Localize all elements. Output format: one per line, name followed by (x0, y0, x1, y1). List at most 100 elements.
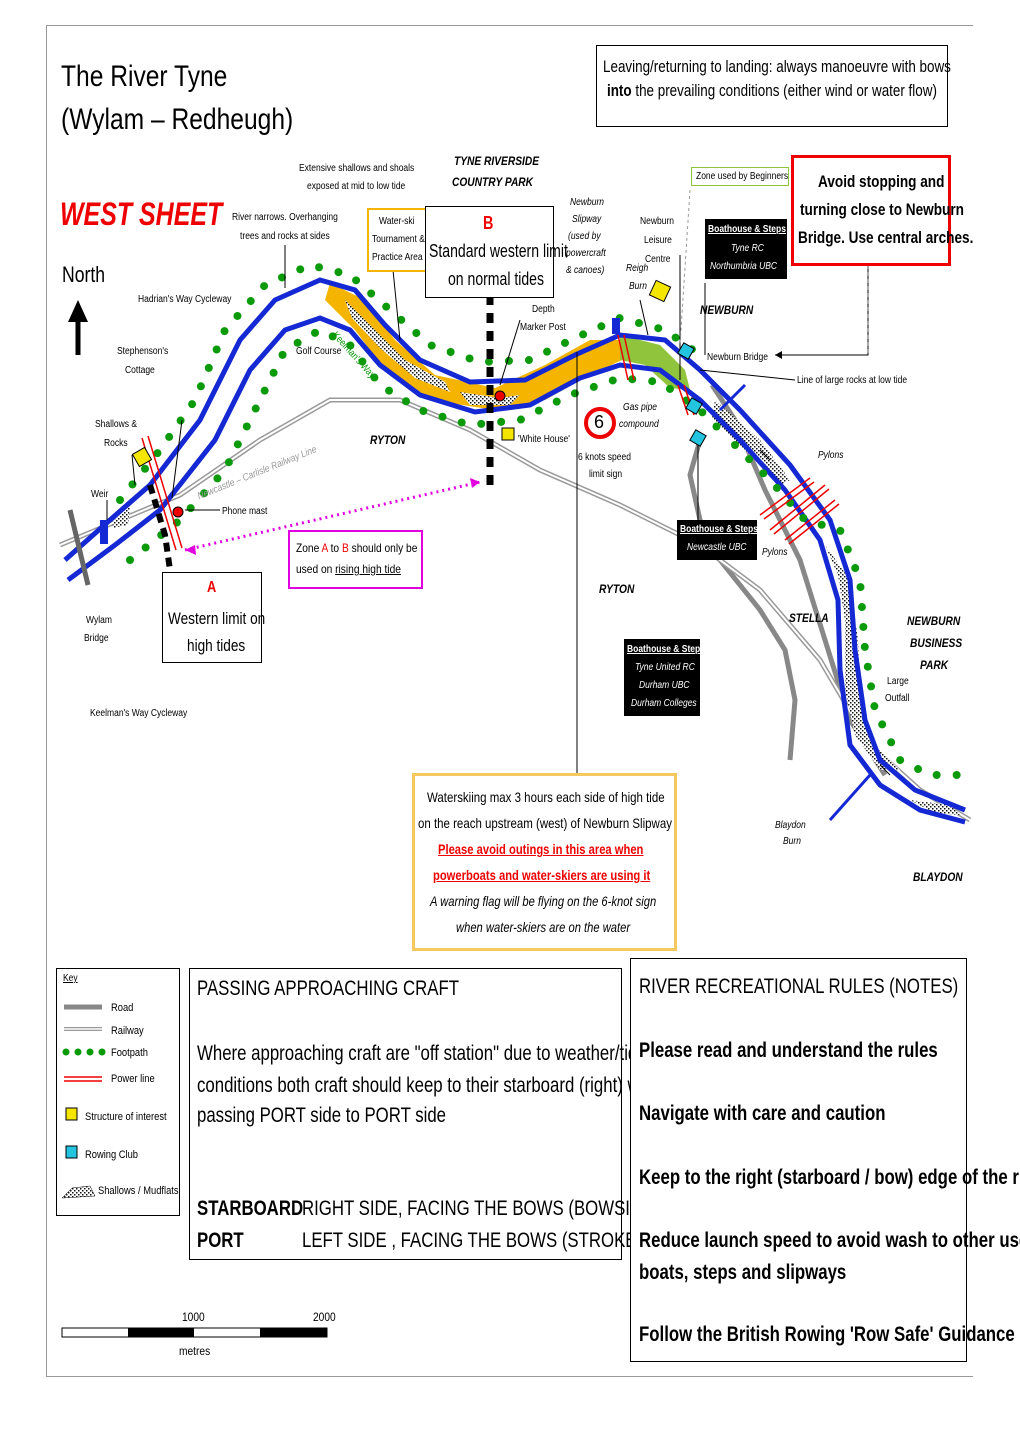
label-phone-mast: Phone mast (222, 506, 268, 517)
label-gas-2: compound (619, 419, 659, 430)
footpath-dot (665, 384, 674, 393)
phone-mast-marker (172, 506, 184, 518)
zone-ab-box: Zone A to B should only be used on risin… (288, 530, 423, 589)
footpath-dot (843, 545, 852, 554)
footpath-dot (438, 412, 447, 421)
label-blaydon-burn: Blaydon (775, 820, 806, 831)
footpath-dot (269, 368, 278, 377)
footpath-dot (579, 330, 588, 339)
footpath-dot (176, 416, 185, 425)
label-slipway: Newburn (570, 197, 605, 208)
footpath-dot (589, 382, 598, 391)
label-white-house: 'White House' (518, 434, 570, 445)
footpath-dot (385, 386, 394, 395)
label-speed: 6 knots speed (578, 452, 631, 463)
footpath-dot (126, 556, 134, 564)
footpath-dot (382, 302, 391, 311)
shallows-4 (910, 800, 960, 815)
sheet-label: WEST SHEET (60, 196, 223, 232)
label-speed-2: limit sign (589, 469, 623, 480)
north-label: North (62, 262, 106, 287)
label-weir: Weir (91, 489, 109, 500)
footpath-dot (817, 520, 826, 529)
footpath-dot (799, 514, 808, 523)
footpath-dot (367, 289, 376, 298)
label-stella: STELLA (789, 611, 829, 625)
footpath-dot (851, 564, 860, 573)
footpath-dot (246, 297, 255, 306)
footpath-dot (731, 441, 739, 449)
label-leisure: Newburn (640, 216, 675, 227)
shallows-1 (345, 300, 450, 392)
club-newcastle (689, 429, 707, 447)
title-line2: (Wylam – Redheugh) (61, 103, 294, 136)
footpath-dot (484, 357, 493, 366)
footpath-dot (859, 622, 868, 631)
footpath-dot (310, 328, 319, 337)
footpath-dot (370, 373, 379, 382)
label-slipway-5: & canoes) (566, 265, 605, 276)
avoid-box: Avoid stopping and turning close to Newb… (791, 155, 973, 266)
boathouse-3: Boathouse & Steps Tyne United RC Durham … (624, 639, 705, 716)
label-keelmans-cycleway: Keelman's Way Cycleway (90, 708, 188, 719)
label-pylons-2: Pylons (762, 547, 788, 558)
footpath-dot (251, 404, 260, 413)
label-ryton-2: RYTON (599, 582, 635, 596)
footpath-dot (278, 350, 287, 359)
footpath-dot (141, 543, 150, 552)
scale-unit: metres (179, 1344, 211, 1358)
label-depth: Depth (532, 304, 555, 315)
key-graphics (61, 1004, 106, 1199)
label-shallows-rocks-2: Rocks (104, 438, 128, 449)
footpath-dot (212, 345, 221, 354)
structure-reigh (648, 279, 672, 303)
footpath-dot (397, 315, 406, 324)
footpath-dot (712, 422, 721, 431)
depth-post-leader (499, 319, 521, 386)
label-slipway-3: (used by (568, 231, 601, 242)
weir (100, 520, 108, 544)
label-ryton: RYTON (370, 433, 406, 447)
boathouse-2: Boathouse & Steps Newcastle UBC (677, 520, 758, 560)
label-outfall-2: Outfall (885, 693, 910, 704)
scale-bar (61, 1327, 328, 1338)
speed-sign (584, 407, 616, 439)
label-newburn: NEWBURN (700, 303, 754, 317)
key-box: Key Road Railway Footpath Power line Str… (56, 968, 180, 1216)
notice-top-box: Leaving/returning to landing: always man… (596, 45, 951, 127)
footpath-dot (870, 702, 879, 711)
footpath-dot (516, 415, 525, 424)
wylam-bridge (67, 509, 91, 586)
footpath-dot (878, 720, 887, 729)
footpath-dot (334, 268, 343, 277)
label-reigh: Reigh (626, 263, 649, 274)
footpath-dot (654, 324, 663, 333)
shallows-2 (460, 392, 520, 405)
footpath-dot (634, 319, 643, 328)
label-blaydon-burn-2: Burn (783, 836, 801, 847)
footpath-dot (419, 407, 428, 416)
label-pylons: Pylons (818, 450, 844, 461)
footpath-dot (204, 363, 213, 372)
shallows-5 (712, 400, 790, 485)
label-business-2: BUSINESS (910, 636, 963, 650)
boathouse-1: Boathouse & Steps Tyne RC Northumbria UB… (705, 219, 787, 279)
scale-mark-2000: 2000 (313, 1310, 336, 1324)
footpath-dot (200, 489, 209, 498)
footpath-dot (867, 682, 876, 691)
footpath-dot (186, 504, 195, 513)
footpath-dot (570, 389, 579, 398)
label-wylam-2: Bridge (84, 633, 109, 644)
label-business-3: PARK (920, 658, 949, 672)
label-river-narrows-2: trees and rocks at sides (240, 231, 330, 242)
road-stella (687, 439, 798, 761)
footpath-dot (346, 341, 355, 350)
waterski-area-box: Water-ski Tournament & Practice Area (367, 208, 427, 272)
footpath-dot (140, 464, 149, 473)
footpath-dot (857, 603, 866, 612)
river-north-bank (63, 277, 966, 813)
footpath-dot (446, 348, 455, 357)
label-blaydon: BLAYDON (913, 870, 963, 884)
footpath-dot (860, 642, 869, 651)
limit-a-box: A Western limit on high tides (162, 572, 265, 663)
